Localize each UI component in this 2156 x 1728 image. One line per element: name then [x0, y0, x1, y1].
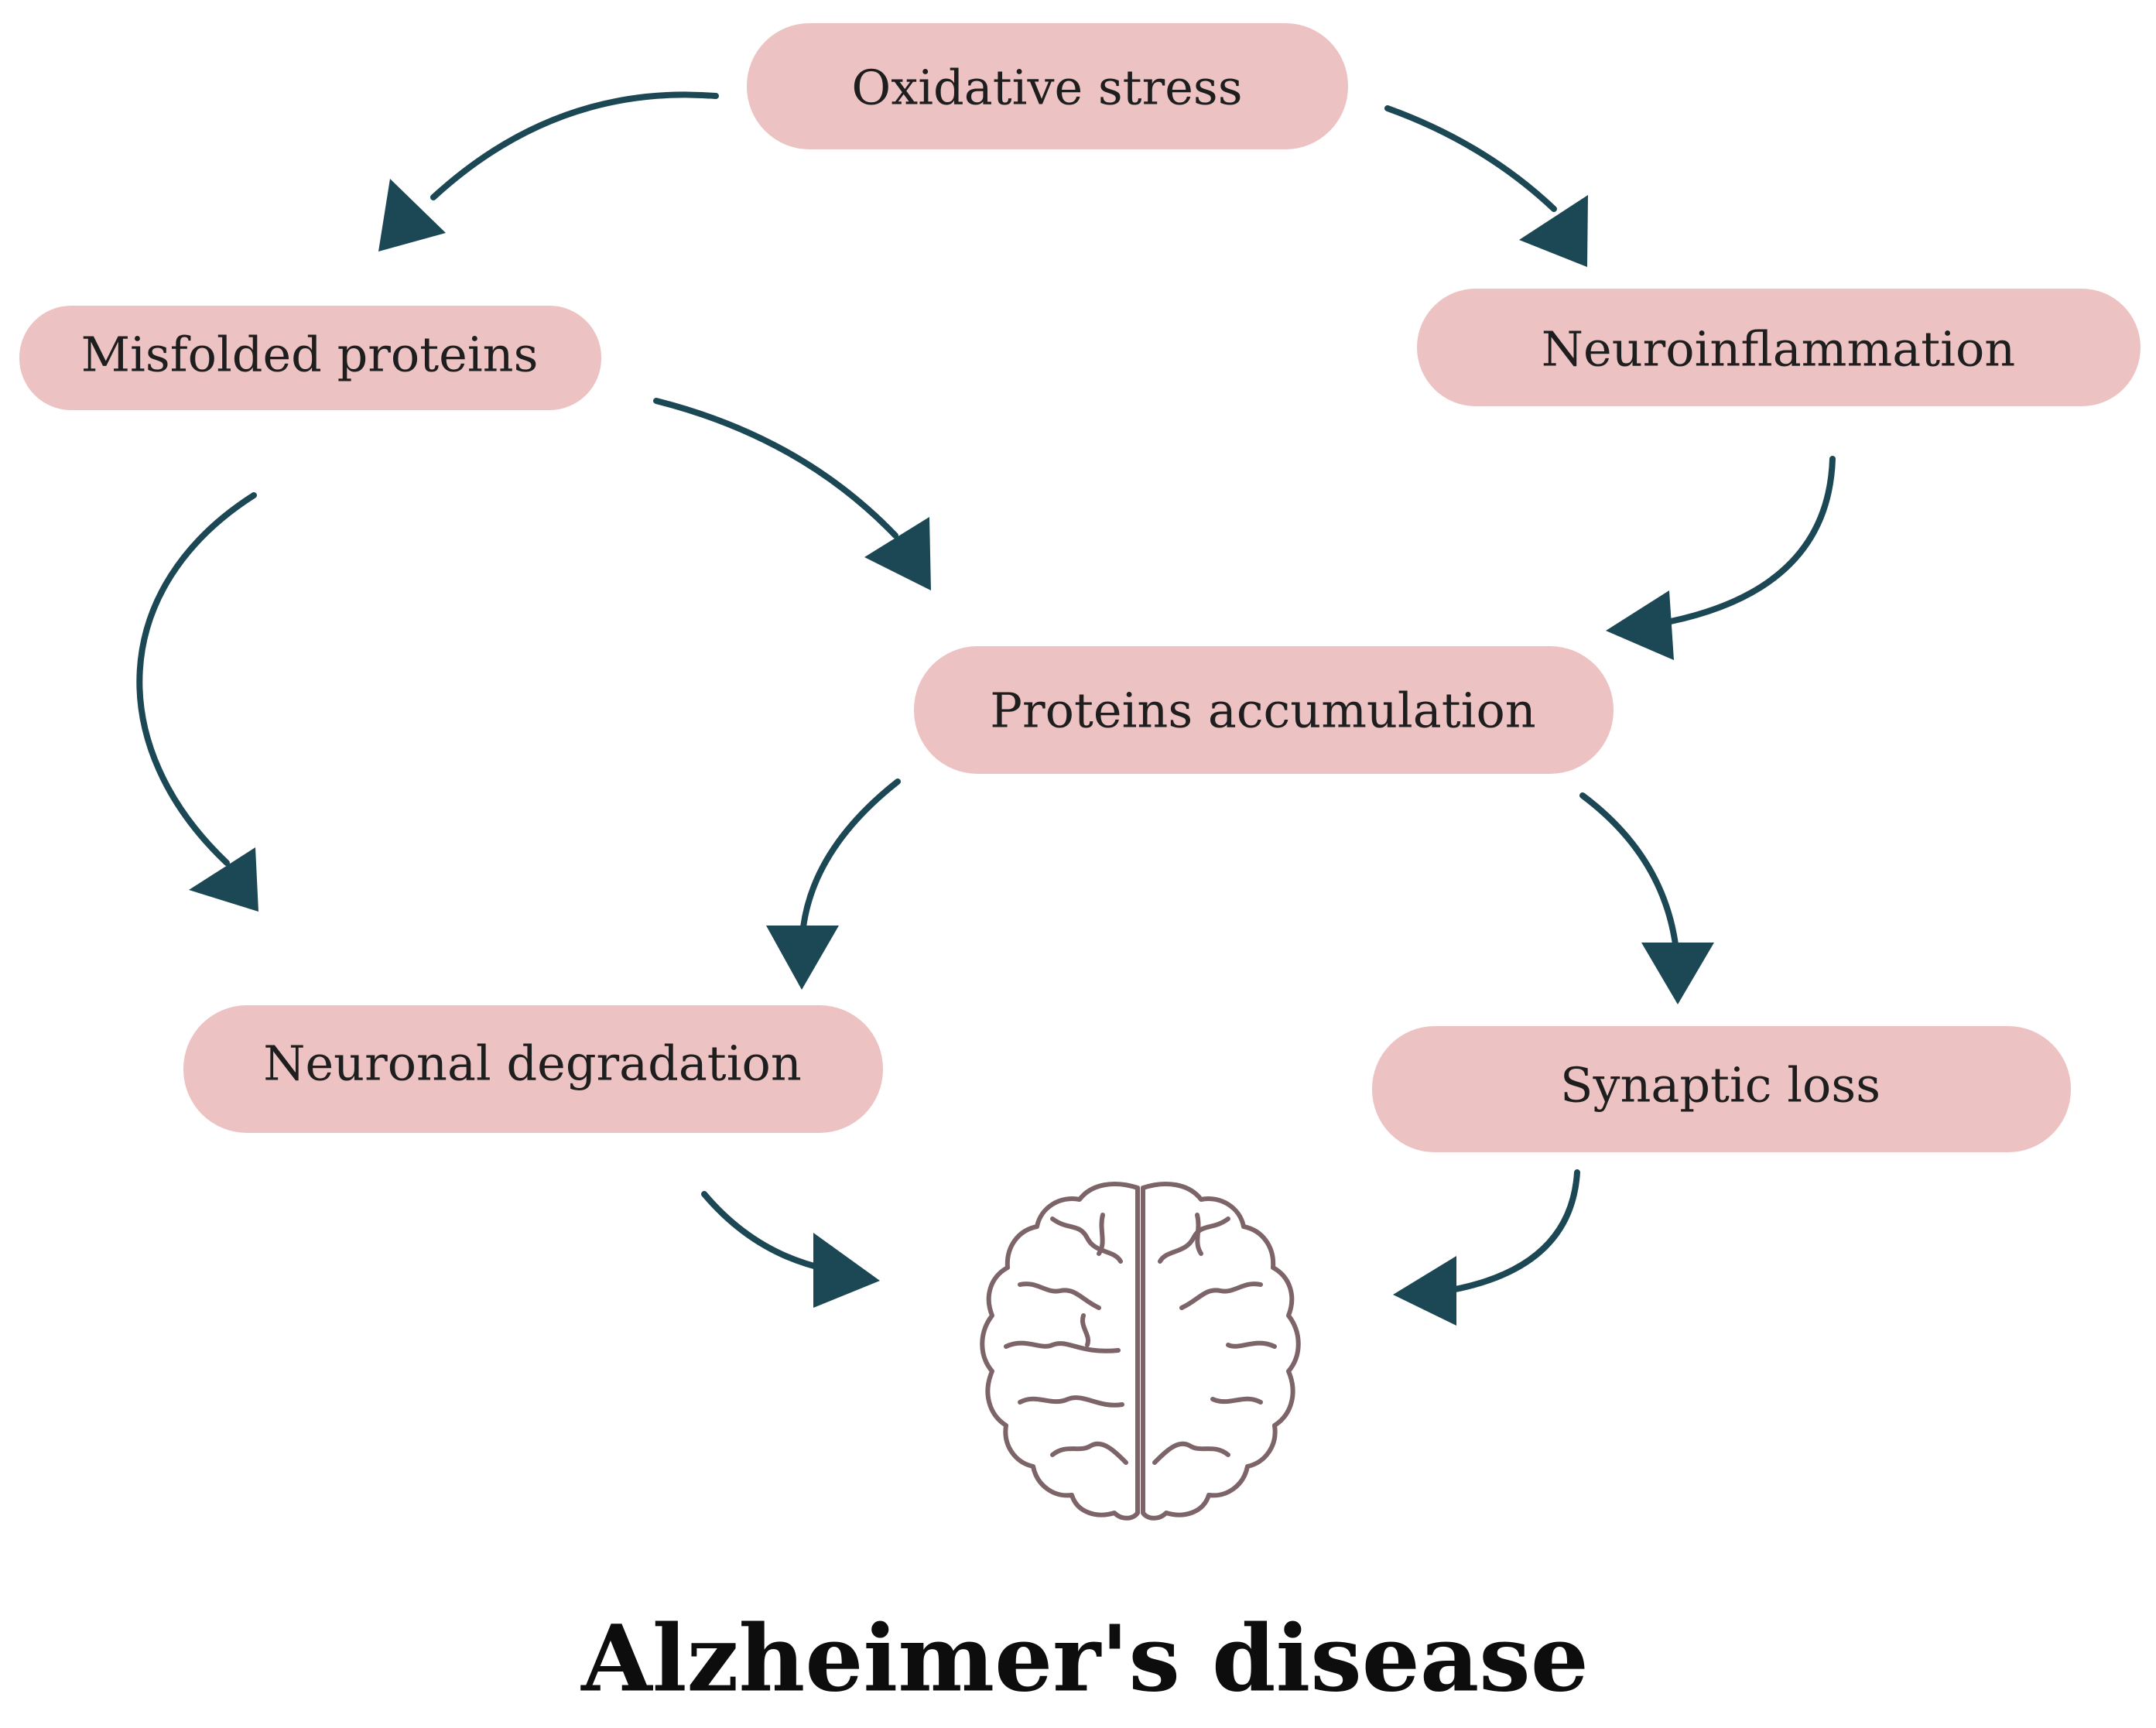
arrow-accumulation-to-degradation [800, 778, 901, 930]
node-proteins-accumulation: Proteins accumulation [914, 646, 1614, 774]
node-neuronal-degradation: Neuronal degradation [183, 1005, 883, 1133]
arrowhead-neuroinflammation-to-accumulation [1606, 590, 1674, 660]
arrowhead-synaptic-to-alzheimers [1393, 1256, 1456, 1326]
brain-right-gyrus-5 [1152, 1441, 1230, 1465]
brain-left-gyrus-7 [1080, 1313, 1091, 1347]
node-synaptic-loss-box [1372, 1026, 2071, 1152]
arrow-oxidative-to-misfolded [430, 91, 719, 200]
diagram-caption: Alzheimer's disease [580, 1605, 1589, 1713]
node-neuronal-degradation-label: Neuronal degradation [263, 1035, 802, 1092]
node-misfolded-proteins-box [19, 306, 601, 410]
arrowhead-oxidative-to-neuroinflammation [1519, 195, 1588, 267]
arrowhead-accumulation-to-synaptic [1641, 943, 1714, 1004]
node-proteins-accumulation-label: Proteins accumulation [990, 683, 1535, 739]
arrowhead-degradation-to-alzheimers [813, 1233, 880, 1308]
brain-right-gyrus-4 [1210, 1396, 1263, 1405]
brain-left-gyrus-1 [1050, 1216, 1123, 1264]
arrow-degradation-to-alzheimers [701, 1191, 830, 1272]
brain-left-gyrus-4 [1018, 1395, 1124, 1408]
arrowhead-accumulation-to-degradation [766, 926, 839, 990]
node-neuroinflammation-label: Neuroinflammation [1542, 321, 2015, 378]
brain-right-gyrus-2 [1179, 1281, 1263, 1310]
brain-right-hemisphere [1141, 1182, 1301, 1521]
arrowhead-oxidative-to-misfolded [378, 179, 446, 252]
arrows [136, 91, 1836, 1326]
brain-left-gyrus-6 [1097, 1213, 1105, 1256]
brain-right-gyrus-1 [1158, 1216, 1230, 1264]
node-misfolded-proteins: Misfolded proteins [19, 306, 601, 410]
node-oxidative-stress: Oxidative stress [747, 23, 1348, 149]
arrow-synaptic-to-alzheimers [1444, 1169, 1580, 1294]
arrow-accumulation-to-synaptic [1579, 792, 1679, 947]
node-synaptic-loss: Synaptic loss [1372, 1026, 2071, 1152]
arrow-neuroinflammation-to-accumulation [1651, 456, 1836, 628]
brain-icon [980, 1182, 1301, 1521]
arrow-misfolded-to-degradation [136, 492, 257, 866]
node-neuronal-degradation-box [183, 1005, 883, 1133]
brain-right-gyrus-6 [1195, 1213, 1203, 1256]
node-oxidative-stress-label: Oxidative stress [851, 60, 1242, 116]
node-neuroinflammation: Neuroinflammation [1417, 289, 2141, 406]
brain-left-gyrus-5 [1050, 1441, 1128, 1465]
node-synaptic-loss-label: Synaptic loss [1560, 1057, 1881, 1114]
brain-right-gyrus-3 [1226, 1340, 1277, 1349]
node-misfolded-proteins-label: Misfolded proteins [81, 327, 539, 383]
node-neuroinflammation-box [1417, 289, 2141, 406]
brain-left-hemisphere [980, 1182, 1140, 1521]
brain-left-gyrus-2 [1018, 1281, 1101, 1310]
brain-left-gyrus-3 [1004, 1340, 1121, 1353]
node-proteins-accumulation-box [914, 646, 1614, 774]
node-oxidative-stress-box [747, 23, 1348, 149]
arrowhead-misfolded-to-degradation [189, 847, 258, 912]
arrowhead-misfolded-to-accumulation [864, 517, 931, 590]
arrow-misfolded-to-accumulation [653, 398, 898, 539]
arrow-oxidative-to-neuroinflammation [1384, 105, 1557, 212]
